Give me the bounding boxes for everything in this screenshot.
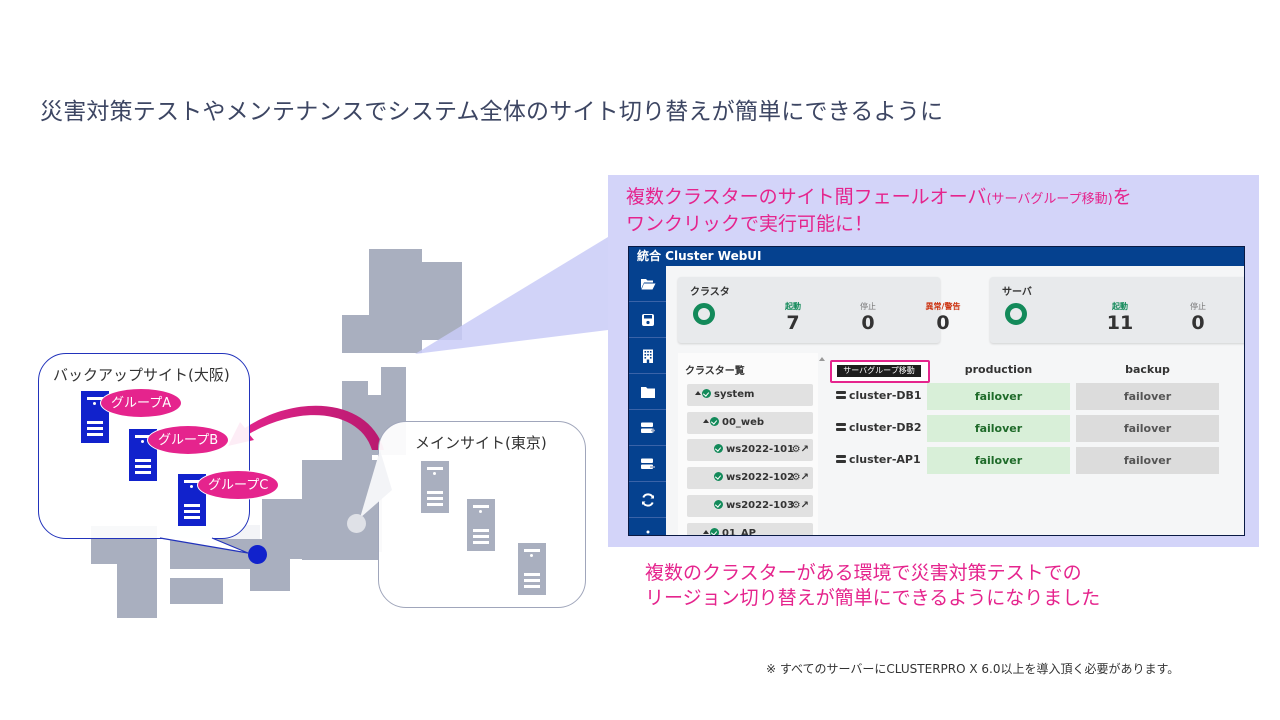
collapse-icon[interactable] — [703, 530, 709, 534]
headline-end: を — [1112, 186, 1132, 208]
japan-map — [0, 0, 620, 720]
feature-panel: 複数クラスターのサイト間フェールオーバ(サーバグループ移動)を ワンクリックで実… — [608, 175, 1259, 547]
webui-sidebar — [629, 266, 666, 535]
gear-icon[interactable]: ⚙ — [791, 500, 801, 511]
map-region-hokkaido — [369, 249, 422, 353]
external-link-icon[interactable]: ↗ — [800, 444, 809, 455]
external-link-icon[interactable]: ↗ — [800, 500, 809, 511]
result-line1: 複数のクラスターがある環境で災害対策テストでの — [645, 562, 1082, 584]
main-site-label: メインサイト(東京) — [415, 434, 547, 452]
server-icon — [518, 543, 546, 595]
tree-node-00-web[interactable]: 00_web — [687, 412, 813, 434]
group-badge-b: グループB — [147, 425, 230, 455]
map-region-chubu — [342, 420, 372, 460]
folder-open-icon[interactable] — [629, 266, 666, 302]
server-icon — [421, 461, 449, 513]
status-ok-icon — [710, 417, 719, 426]
server-summary-card: サーバ 起動 11 停止 0 — [990, 277, 1244, 343]
server-icon — [836, 455, 846, 463]
cluster-stat-running: 起動 7 — [785, 302, 801, 334]
save-icon[interactable] — [629, 302, 666, 338]
server-icon — [467, 499, 495, 551]
cluster-row-name: cluster-AP1 — [836, 453, 921, 466]
cluster-summary-card: クラスタ 起動 7 停止 0 異常/警告 0 — [678, 277, 960, 343]
collapse-icon[interactable] — [695, 391, 701, 395]
server-status-donut — [1005, 303, 1027, 325]
tree-node-system[interactable]: system — [687, 384, 813, 406]
column-header-production: production — [964, 363, 1033, 376]
external-link-icon[interactable]: ↗ — [800, 472, 809, 483]
more-icon[interactable] — [629, 518, 666, 535]
cluster-summary-title: クラスタ — [690, 287, 730, 298]
headline-main: 複数クラスターのサイト間フェールオーバ — [626, 186, 987, 208]
server-summary-title: サーバ — [1002, 287, 1032, 298]
map-region-kyushu — [117, 564, 157, 618]
slide-title: 災害対策テストやメンテナンスでシステム全体のサイト切り替えが簡単にできるように — [40, 99, 944, 125]
map-region-chugoku — [170, 539, 260, 569]
status-ok-icon — [714, 472, 723, 481]
server-stat-running: 起動 11 — [1106, 302, 1134, 334]
map-region-hokkaido — [342, 315, 370, 353]
status-ok-icon — [714, 444, 723, 453]
panel-headline: 複数クラスターのサイト間フェールオーバ(サーバグループ移動)を ワンクリックで実… — [626, 185, 1132, 237]
server-add-icon[interactable] — [629, 410, 666, 446]
failover-backup-button[interactable]: failover — [1076, 415, 1219, 442]
status-ok-icon — [714, 500, 723, 509]
failover-backup-button[interactable]: failover — [1076, 383, 1219, 410]
tokyo-location-dot — [347, 514, 366, 533]
tree-node-server[interactable]: ws2022-102 ⚙↗ — [687, 467, 813, 489]
column-header-backup: backup — [1125, 363, 1170, 376]
failover-production-button[interactable]: failover — [927, 415, 1070, 442]
backup-site-label: バックアップサイト(大阪) — [53, 366, 230, 384]
refresh-icon[interactable] — [629, 482, 666, 518]
status-ok-icon — [710, 528, 719, 535]
failover-production-button[interactable]: failover — [927, 383, 1070, 410]
failover-production-button[interactable]: failover — [927, 447, 1070, 474]
status-ok-icon — [702, 389, 711, 398]
cluster-status-donut — [693, 303, 715, 325]
osaka-location-dot — [248, 545, 267, 564]
map-region-hokkaido — [422, 262, 462, 340]
cluster-row-name: cluster-DB1 — [836, 389, 922, 402]
server-group-move-button[interactable]: サーバグループ移動 — [837, 365, 921, 377]
gear-icon[interactable]: ⚙ — [791, 472, 801, 483]
cluster-row-name: cluster-DB2 — [836, 421, 922, 434]
server-stat-stopped: 停止 0 — [1190, 302, 1206, 334]
result-message: 複数のクラスターがある環境で災害対策テストでの リージョン切り替えが簡単にできる… — [645, 561, 1100, 611]
map-region-kanto — [342, 460, 382, 552]
map-region-shikoku — [170, 578, 223, 604]
headline-small: (サーバグループ移動) — [986, 192, 1113, 207]
cluster-stat-stopped: 停止 0 — [860, 302, 876, 334]
gear-icon[interactable]: ⚙ — [791, 444, 801, 455]
headline-line2: ワンクリックで実行可能に！ — [626, 213, 874, 235]
group-badge-a: グループA — [100, 388, 183, 418]
server-icon — [836, 391, 846, 399]
folder-icon[interactable] — [629, 374, 666, 410]
server-group-move-highlight: サーバグループ移動 — [830, 360, 930, 383]
scroll-up-arrow[interactable] — [819, 357, 825, 361]
collapse-icon[interactable] — [703, 419, 709, 423]
cluster-tree-panel: クラスター覧 system 00_web ws2022-101 ⚙↗ ws202… — [678, 353, 818, 535]
server-icon — [836, 423, 846, 431]
tree-node-server[interactable]: ws2022-101 ⚙↗ — [687, 439, 813, 461]
server-remove-icon[interactable] — [629, 446, 666, 482]
webui-title: 統合 Cluster WebUI — [629, 247, 1244, 266]
tree-node-server[interactable]: ws2022-103 ⚙↗ — [687, 495, 813, 517]
group-badge-c: グループC — [197, 470, 280, 500]
cluster-webui-window: 統合 Cluster WebUI — [628, 246, 1245, 536]
failover-backup-button[interactable]: failover — [1076, 447, 1219, 474]
footnote: ※ すべてのサーバーにCLUSTERPRO X 6.0以上を導入頂く必要がありま… — [766, 662, 1180, 676]
tree-node-01-ap[interactable]: 01_AP — [687, 523, 813, 535]
cluster-tree-title: クラスター覧 — [685, 366, 745, 377]
result-line2: リージョン切り替えが簡単にできるようになりました — [645, 587, 1101, 609]
cluster-stat-error: 異常/警告 0 — [925, 302, 961, 334]
building-icon[interactable] — [629, 338, 666, 374]
